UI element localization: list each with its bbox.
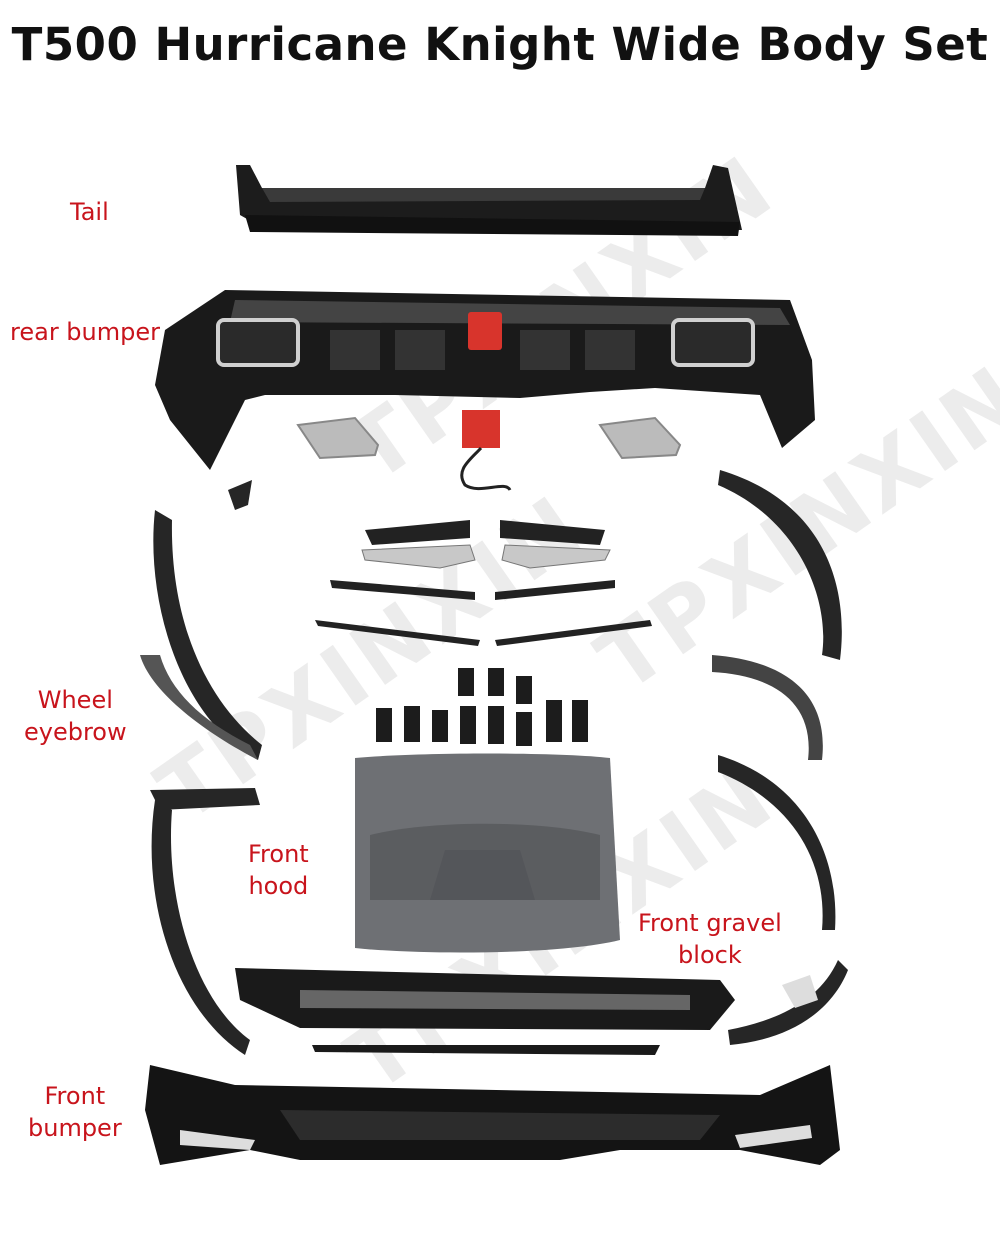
label-front-gravel-block-line1: Front gravel (638, 909, 782, 937)
label-rear-bumper-text: rear bumper (10, 318, 160, 346)
brake-light-part (460, 410, 512, 492)
tail-spoiler-part (236, 165, 742, 236)
front-gravel-block-part (235, 968, 735, 1055)
wheel-eyebrow-part (712, 470, 848, 1045)
wheel-eyebrow-part (140, 480, 262, 1055)
label-front-gravel-block-line2: block (678, 941, 742, 969)
label-front-gravel-block: Front gravel block (638, 907, 782, 971)
label-front-bumper: Front bumper (28, 1080, 122, 1144)
label-wheel-eyebrow-line1: Wheel (37, 686, 113, 714)
grille-trim-part (315, 520, 652, 646)
label-front-hood: Front hood (248, 838, 309, 902)
label-front-bumper-line2: bumper (28, 1114, 122, 1142)
label-front-hood-line1: Front (248, 840, 309, 868)
label-front-bumper-line1: Front (44, 1082, 106, 1110)
page-title: T500 Hurricane Knight Wide Body Set (11, 18, 989, 71)
mounting-clip-part (376, 668, 588, 746)
exhaust-tip-part (296, 416, 682, 460)
front-bumper-part (145, 1065, 840, 1165)
front-hood-part (355, 753, 620, 953)
rear-bumper-part (155, 290, 815, 470)
label-rear-bumper: rear bumper (10, 316, 160, 348)
label-wheel-eyebrow-line2: eyebrow (24, 718, 127, 746)
label-front-hood-line2: hood (248, 872, 309, 900)
label-wheel-eyebrow: Wheel eyebrow (24, 684, 127, 748)
label-tail-text: Tail (70, 198, 109, 226)
label-tail: Tail (70, 196, 109, 228)
